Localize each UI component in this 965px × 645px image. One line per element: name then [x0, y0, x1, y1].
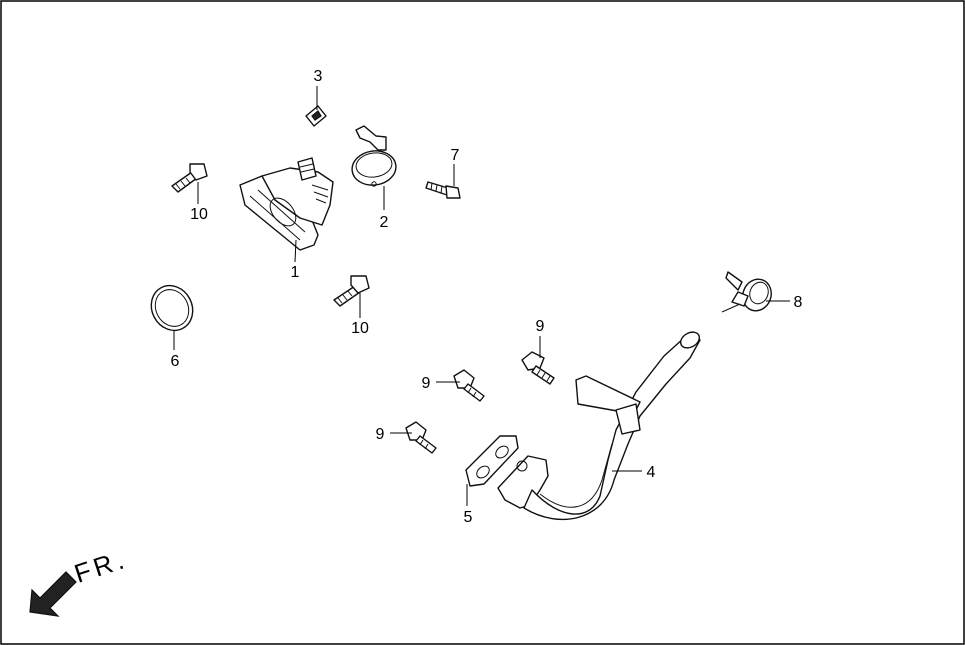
- part-8-hose-clip: [721, 271, 772, 313]
- front-label: FR.: [71, 544, 132, 589]
- callout-7: 7: [451, 147, 460, 164]
- callout-1: 1: [291, 264, 300, 281]
- callout-6: 6: [171, 353, 180, 370]
- part-6-o-ring: [150, 284, 194, 332]
- part-7-bolt: [425, 181, 461, 199]
- callout-10-lower: 10: [351, 320, 369, 337]
- part-9-bolt-middle: [453, 369, 485, 402]
- front-arrow-icon: [29, 571, 77, 617]
- part-10-bolt-upper: [171, 163, 208, 193]
- callout-9-middle: 9: [422, 375, 431, 392]
- callout-10-upper: 10: [190, 206, 208, 223]
- callout-8: 8: [794, 294, 803, 311]
- part-9-bolt-left: [405, 421, 437, 454]
- part-4-pipe: [497, 331, 701, 521]
- part-2-clamp: [351, 125, 397, 187]
- callout-2: 2: [380, 214, 389, 231]
- part-9-bolt-right: [521, 351, 555, 385]
- callout-4: 4: [647, 464, 656, 481]
- callout-9-right: 9: [536, 318, 545, 335]
- callout-5: 5: [464, 509, 473, 526]
- part-3-nut: [305, 105, 327, 127]
- part-10-bolt-lower: [333, 275, 370, 307]
- callout-9-left: 9: [376, 426, 385, 443]
- front-direction-indicator: FR.: [29, 544, 132, 617]
- callout-3: 3: [314, 68, 323, 85]
- part-5-gasket: [465, 435, 519, 487]
- part-1-housing: [239, 157, 334, 251]
- leader-lines: [173, 86, 790, 506]
